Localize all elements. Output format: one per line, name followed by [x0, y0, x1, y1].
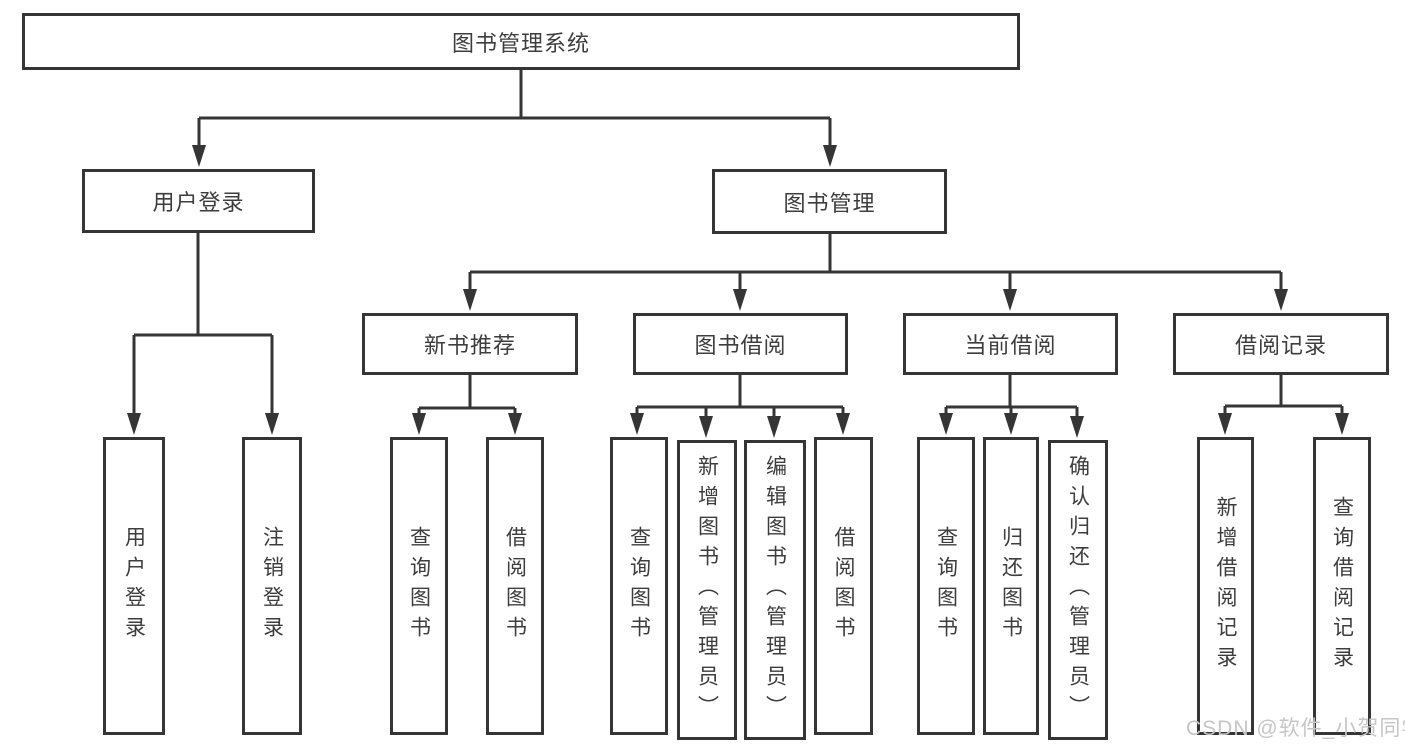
leaf-add-borrow-record: 新增借阅记录 [1197, 437, 1254, 735]
leaf-logout: 注销登录 [242, 437, 302, 735]
leaf-query-borrow-record-label: 查询借阅记录 [1330, 496, 1354, 676]
leaf-edit-books-admin-label: 编辑图书（管理员） [763, 455, 787, 725]
arrow-d1 [939, 413, 953, 435]
arrowheads [127, 145, 1349, 438]
connector-book-mgmt [468, 234, 1283, 294]
leaf-confirm-return-admin-label: 确认归还（管理员） [1066, 455, 1090, 725]
leaf-user-login: 用户登录 [103, 437, 165, 735]
leaf-query-books-2-label: 查询图书 [627, 526, 651, 646]
leaf-add-borrow-record-label: 新增借阅记录 [1214, 496, 1237, 676]
connector-root [197, 70, 832, 150]
node-user-login: 用户登录 [82, 169, 315, 233]
leaf-user-login-label: 用户登录 [122, 526, 146, 646]
leaf-query-borrow-record: 查询借阅记录 [1313, 437, 1371, 735]
arrow-c4 [836, 413, 850, 435]
leaf-edit-books-admin: 编辑图书（管理员） [744, 440, 806, 740]
arrow-c3 [767, 416, 781, 438]
node-book-mgmt-label: 图书管理 [783, 190, 876, 216]
arrow-to-current-borrow [1003, 289, 1017, 311]
leaf-borrow-books-2: 借阅图书 [814, 437, 873, 735]
arrow-d2 [1004, 413, 1018, 435]
leaf-add-books-admin: 新增图书（管理员） [677, 440, 737, 740]
leaf-query-books-2: 查询图书 [610, 437, 668, 735]
csdn-watermark: CSDN @软件_小贺同学 [1186, 717, 1405, 740]
arrow-to-book-mgmt [823, 145, 837, 167]
leaf-borrow-books-1: 借阅图书 [486, 437, 544, 735]
arrow-d3 [1070, 416, 1084, 438]
leaf-query-books-1-label: 查询图书 [407, 526, 431, 646]
node-book-borrow-label: 图书借阅 [694, 333, 787, 358]
node-borrow-records-label: 借阅记录 [1234, 333, 1327, 358]
node-book-borrow: 图书借阅 [633, 313, 848, 375]
connector-book-borrow [635, 375, 845, 421]
arrow-b1 [412, 413, 426, 435]
leaf-confirm-return-admin: 确认归还（管理员） [1048, 440, 1108, 740]
arrow-to-user-login [192, 145, 206, 167]
leaf-add-books-admin-label: 新增图书（管理员） [695, 455, 719, 725]
arrow-e1 [1218, 413, 1232, 435]
node-current-borrow: 当前借阅 [903, 313, 1118, 375]
node-user-login-label: 用户登录 [152, 190, 245, 215]
leaf-return-books: 归还图书 [983, 437, 1039, 735]
connector-user-login [132, 233, 274, 418]
arrow-to-borrow-records [1274, 289, 1288, 311]
connector-current-borrow [944, 375, 1079, 421]
node-root-label: 图书管理系统 [451, 30, 590, 56]
node-root: 图书管理系统 [22, 13, 1020, 70]
node-new-book-rec-label: 新书推荐 [423, 333, 516, 358]
arrow-e2 [1335, 413, 1349, 435]
arrow-c2 [699, 416, 713, 438]
node-current-borrow-label: 当前借阅 [964, 333, 1057, 358]
leaf-query-books-3-label: 查询图书 [934, 526, 958, 646]
node-book-mgmt: 图书管理 [712, 169, 947, 234]
connector-borrow-records [1223, 375, 1344, 418]
arrow-to-book-borrow [733, 289, 747, 311]
arrow-to-leaf-login [127, 413, 141, 435]
node-new-book-rec: 新书推荐 [362, 313, 578, 375]
node-borrow-records: 借阅记录 [1173, 313, 1389, 375]
arrow-to-leaf-logout [265, 413, 279, 435]
leaf-borrow-books-1-label: 借阅图书 [503, 526, 527, 646]
arrow-b2 [508, 413, 522, 435]
arrow-to-new-book-rec [463, 289, 477, 311]
arrow-c1 [630, 413, 644, 435]
leaf-query-books-1: 查询图书 [390, 437, 448, 735]
leaf-borrow-books-2-label: 借阅图书 [832, 526, 855, 646]
leaf-query-books-3: 查询图书 [917, 437, 975, 735]
leaf-logout-label: 注销登录 [260, 526, 284, 646]
connector-new-book-rec [417, 375, 517, 418]
leaf-return-books-label: 归还图书 [999, 526, 1023, 646]
